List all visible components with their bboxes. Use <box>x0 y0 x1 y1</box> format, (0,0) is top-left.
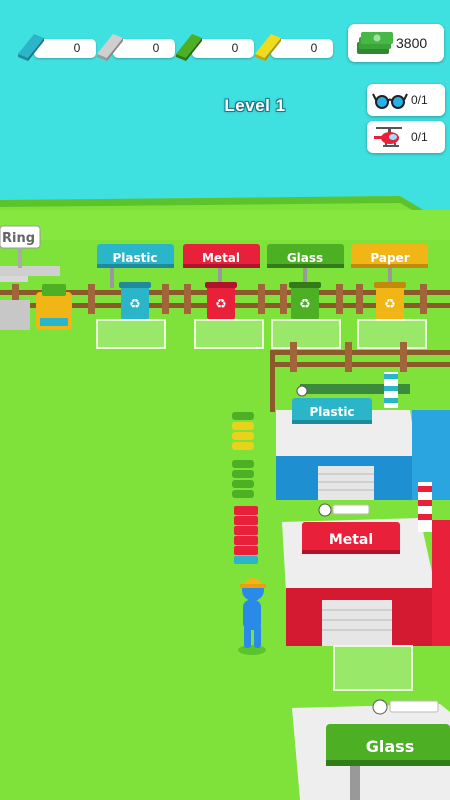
sign-glass: Glass <box>267 244 344 288</box>
resource-count-metal: 0 <box>152 41 160 55</box>
plastic-block-icon <box>18 34 44 61</box>
recycle-icon: ♻ <box>384 296 396 311</box>
player-character[interactable] <box>238 578 266 655</box>
conveyor <box>300 384 410 394</box>
glass-block-icon <box>176 34 202 61</box>
drop-zones <box>96 319 427 349</box>
resource-glass: 0 <box>172 28 258 62</box>
metal-drop-zone <box>333 645 413 691</box>
resource-pill <box>34 39 96 58</box>
resource-plastic: 0 <box>14 28 100 62</box>
resource-paper: 0 <box>251 28 337 62</box>
svg-text:Metal: Metal <box>329 532 373 548</box>
side-fence <box>270 342 450 412</box>
partial-sign-label: Ring <box>2 231 35 246</box>
metal-block-icon <box>97 34 123 61</box>
sign-plastic: Plastic <box>97 244 174 288</box>
resource-metal: 0 <box>93 28 179 62</box>
island-edge <box>0 196 450 232</box>
carried-stack <box>232 412 258 564</box>
factory-glass[interactable]: Glass <box>292 699 450 800</box>
resource-count-glass: 0 <box>231 41 239 55</box>
paper-block-icon <box>255 34 281 61</box>
factory-plastic[interactable]: Plastic <box>276 372 450 500</box>
sign-metal: Metal <box>183 244 260 288</box>
bin-plastic[interactable]: ♻ <box>119 282 151 320</box>
svg-text:Paper: Paper <box>370 251 409 265</box>
resource-pill <box>192 39 254 58</box>
recycle-icon: ♻ <box>215 296 227 311</box>
resource-pill <box>271 39 333 58</box>
svg-text:Plastic: Plastic <box>112 251 157 265</box>
svg-text:Metal: Metal <box>202 251 240 265</box>
factory-metal[interactable]: Metal <box>282 482 450 646</box>
svg-text:Plastic: Plastic <box>309 405 354 419</box>
recycle-icon: ♻ <box>299 296 311 311</box>
svg-text:Glass: Glass <box>287 251 323 265</box>
resource-pill <box>113 39 175 58</box>
recycle-icon: ♻ <box>129 296 141 311</box>
island-far-strip <box>0 210 450 240</box>
resource-count-paper: 0 <box>310 41 318 55</box>
svg-text:Glass: Glass <box>366 737 414 756</box>
resource-count-plastic: 0 <box>73 41 81 55</box>
sign-paper: Paper <box>351 244 428 288</box>
left-machine <box>0 225 72 330</box>
